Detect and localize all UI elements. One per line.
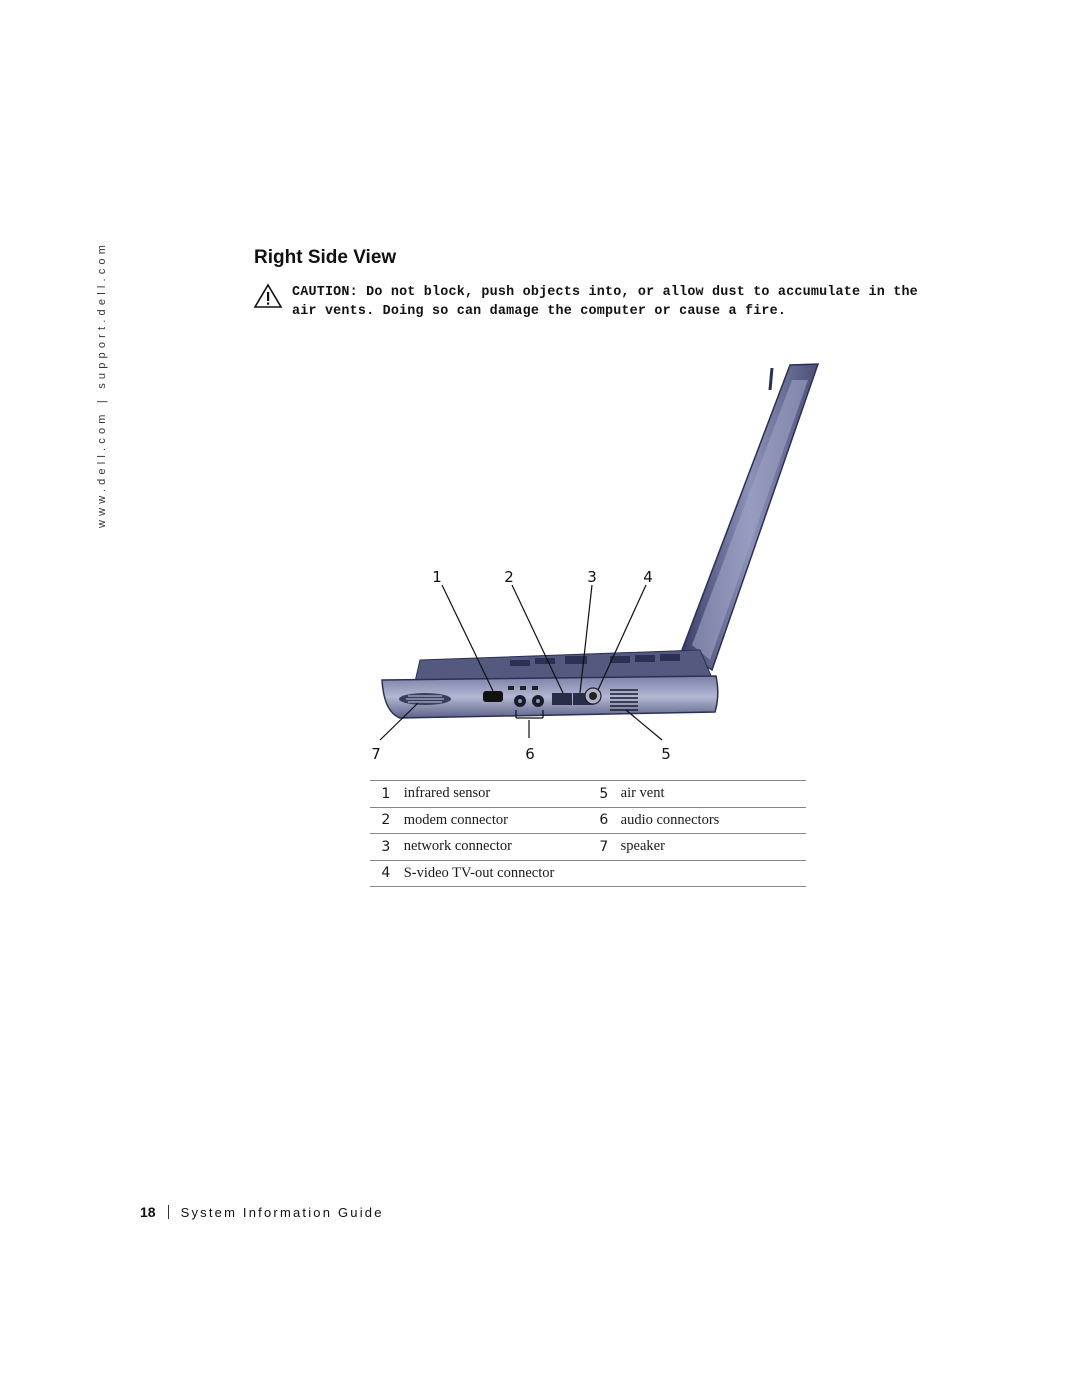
callout-legend-table: 1 infrared sensor 5 air vent 2 modem con… (370, 780, 806, 887)
footer-title: System Information Guide (180, 1205, 384, 1220)
legend-description: speaker (618, 833, 806, 861)
table-row: 1 infrared sensor 5 air vent (370, 780, 806, 808)
callout-5: 5 (661, 745, 671, 763)
page-footer: 18 System Information Guide (140, 1204, 384, 1220)
table-row: 2 modem connector 6 audio connectors (370, 807, 806, 834)
laptop-illustration (379, 363, 820, 741)
table-row: 3 network connector 7 speaker (370, 833, 806, 861)
callout-3: 3 (587, 568, 597, 586)
legend-description: network connector (401, 833, 589, 861)
warning-triangle-icon (253, 283, 283, 308)
callout-6: 6 (525, 745, 535, 763)
sidebar-url: www.dell.com | support.dell.com (96, 240, 108, 528)
legend-description: modem connector (401, 807, 589, 834)
callout-1: 1 (432, 568, 442, 586)
legend-number (588, 860, 619, 887)
legend-number: 4 (370, 860, 402, 887)
footer-divider (167, 1205, 169, 1219)
legend-number: 5 (588, 780, 619, 808)
callout-2: 2 (504, 568, 514, 586)
table-row: 4 S-video TV-out connector (370, 860, 806, 887)
legend-number: 1 (370, 780, 402, 808)
callout-4: 4 (643, 568, 653, 586)
laptop-right-side-figure: 1 2 3 4 7 6 5 (360, 360, 830, 770)
legend-number: 7 (588, 833, 619, 861)
legend-number: 3 (370, 833, 402, 861)
legend-description (618, 860, 806, 887)
legend-description: S-video TV-out connector (401, 860, 589, 887)
callout-7: 7 (371, 745, 381, 763)
page-number: 18 (140, 1204, 156, 1220)
legend-number: 6 (588, 807, 619, 834)
legend-description: infrared sensor (401, 780, 589, 808)
caution-text: CAUTION: Do not block, push objects into… (292, 285, 918, 319)
caution-notice: CAUTION: Do not block, push objects into… (253, 283, 933, 321)
legend-number: 2 (370, 807, 402, 834)
legend-description: air vent (618, 780, 806, 808)
legend-description: audio connectors (618, 807, 806, 834)
section-title: Right Side View (254, 247, 397, 268)
